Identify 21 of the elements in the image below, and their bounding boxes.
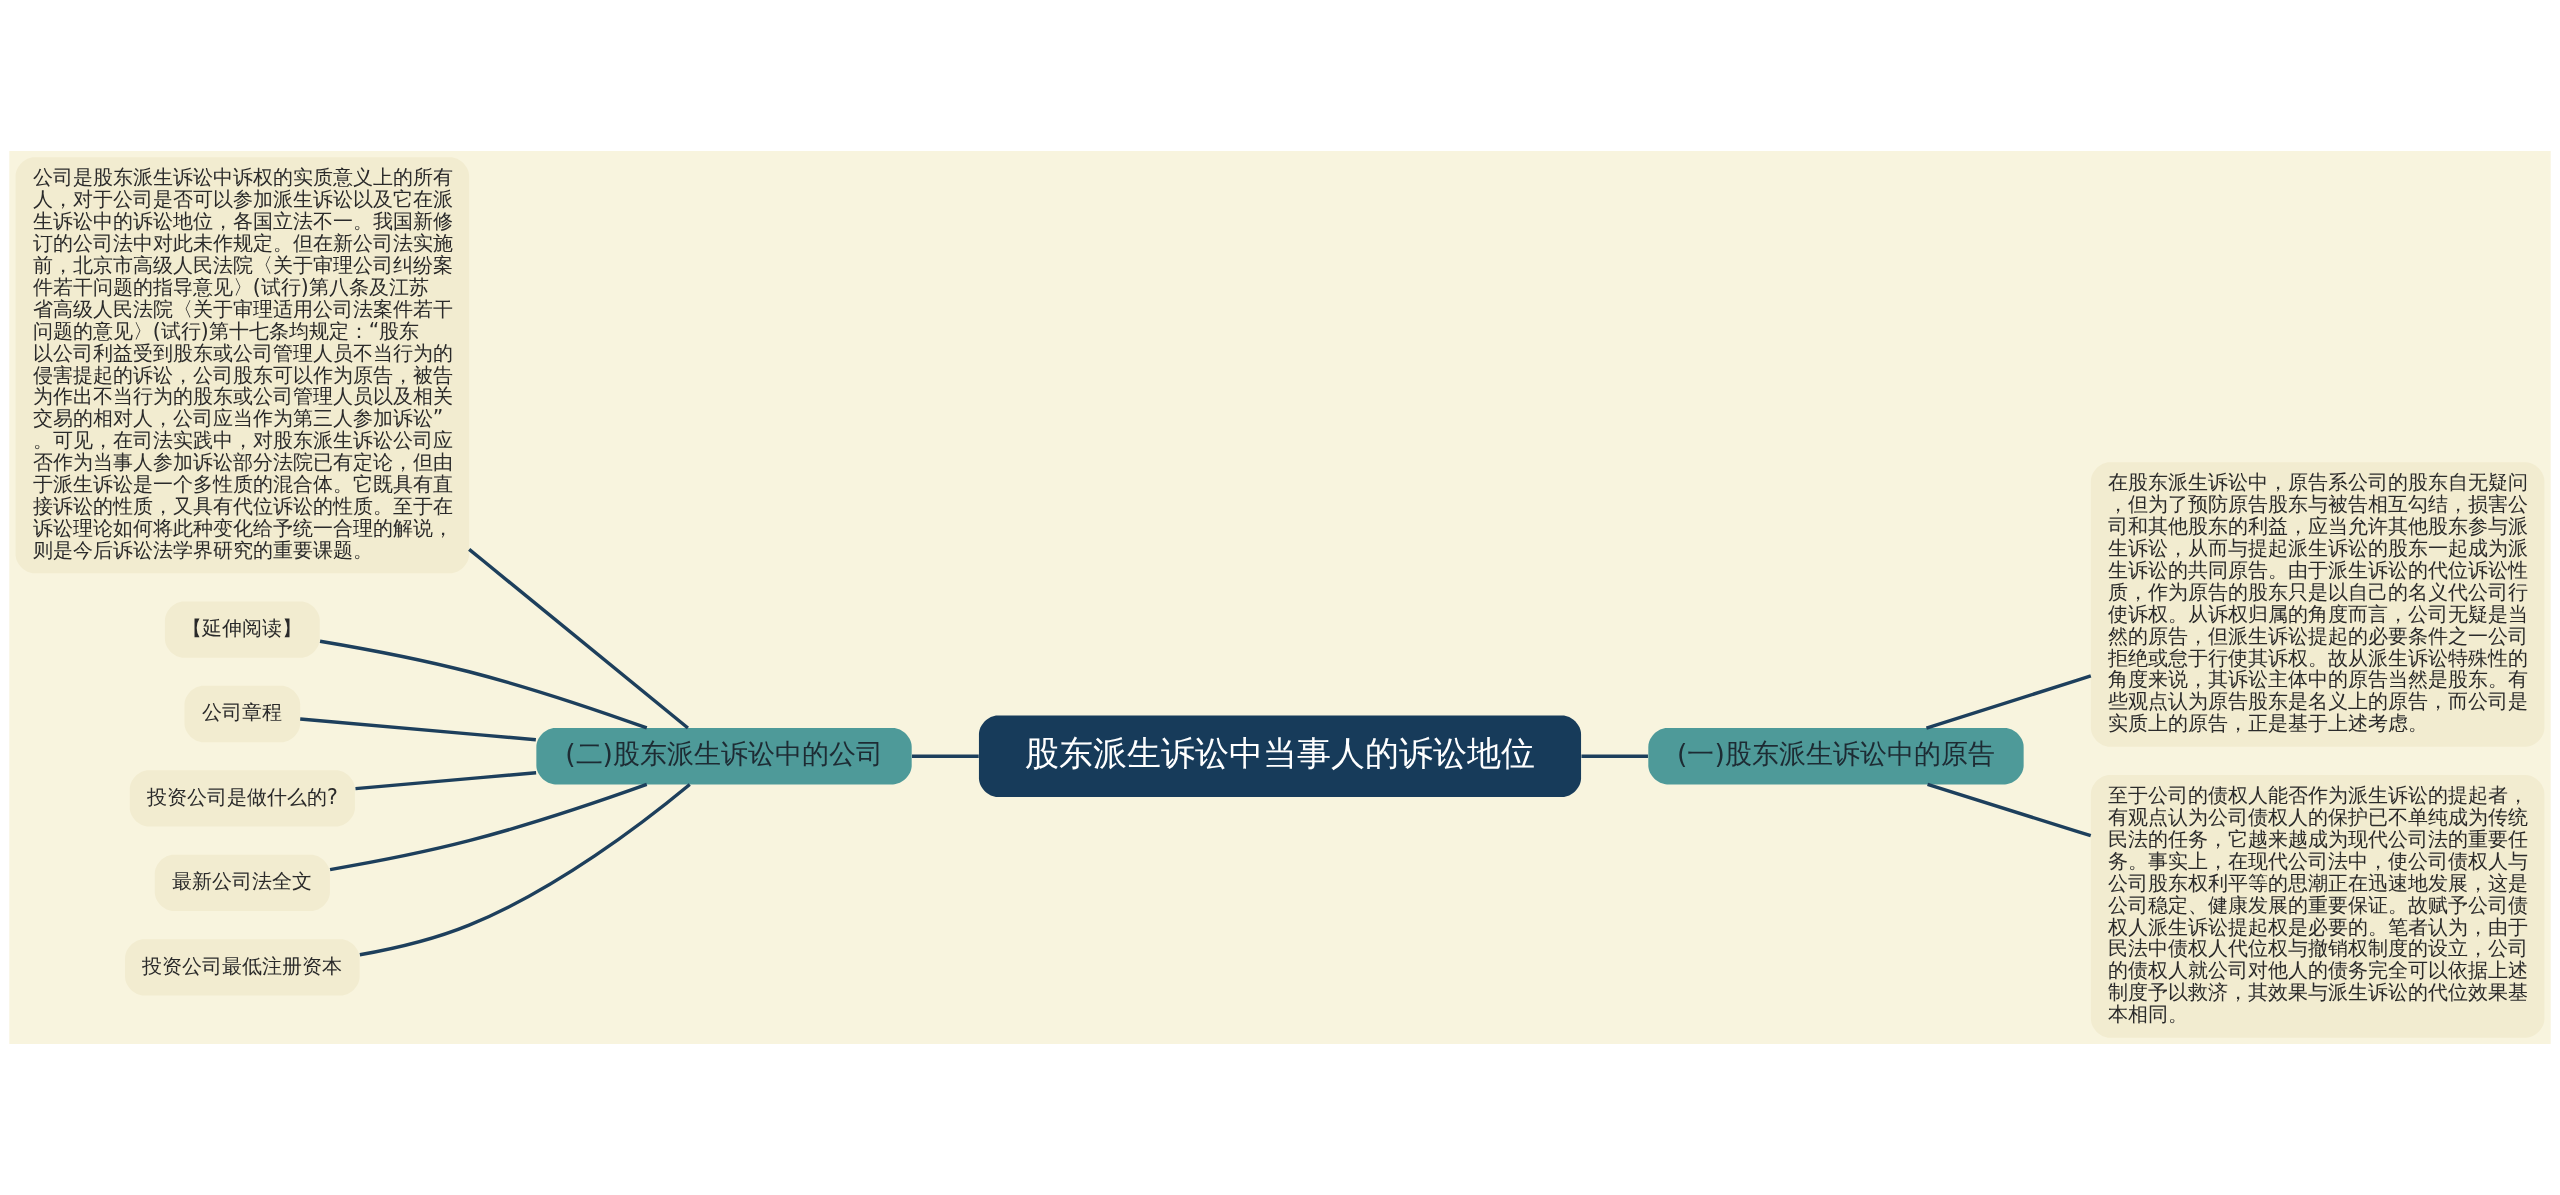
- connector: [359, 783, 691, 957]
- connector: [1581, 754, 1648, 758]
- connector: [329, 782, 648, 872]
- connector: [1927, 782, 2092, 838]
- node-box: 最新公司法全文: [154, 854, 330, 912]
- connector: [468, 547, 689, 730]
- connector: [300, 717, 536, 742]
- node-box: 至于公司的债权人能否作为派生诉讼的提起者，有观点认为公司债权人的保护已不单纯成为传统民法的任务，它越来越成为现代公司法的重要任务。事实上，在现代公司法中，使公司债权人与公司股东权利平等的思潮正在迅速地发展，这是公司稳定、健康发展的重要保证。故赋予公司债权人派生诉讼提起权是必要的。笔者认为，由于民法中债权人代位权与撤销权制度的设立，公司的债权人就公司对他人的债务完全可以依据上述制度予以救济，其效果与派生诉讼的代位效果基本相同。: [2090, 775, 2545, 1038]
- node-box: 【延伸阅读】: [164, 601, 320, 658]
- connector: [319, 639, 648, 730]
- node-box: 公司是股东派生诉讼中诉权的实质意义上的所有人，对于公司是否可以参加派生诉讼以及它在派生诉讼中的诉讼地位，各国立法不一。我国新修订的公司法中对此未作规定。但在新公司法实施前，北京市高级人民法院〈关于审理公司纠纷案件若干问题的指导意见〉(试行)第八条及江苏省高级人民法院〈关于审理适用公司法案件若干问题的意见〉(试行)第十七条均规定：“股东以公司利益受到股东或公司管理人员不当行为的侵害提起的诉讼，公司股东可以作为原告，被告为作出不当行为的股东或公司管理人员以及相关交易的相对人，公司应当作为第三人参加诉讼”。可见，在司法实践中，对股东派生诉讼公司应否作为当事人参加诉讼部分法院已有定论，但由于派生诉讼是一个多性质的混合体。它既具有直接诉讼的性质，又具有代位诉讼的性质。至于在诉讼理论如何将此种变化给予统一合理的解说，则是今后诉讼法学界研究的重要课题。: [15, 157, 470, 574]
- node-box: 投资公司最低注册资本: [125, 939, 360, 996]
- connector: [912, 754, 979, 758]
- connector: [355, 770, 537, 791]
- node-box: 股东派生诉讼中当事人的诉讼地位: [978, 715, 1582, 797]
- node-box: 公司章程: [184, 685, 301, 743]
- node-box: 在股东派生诉讼中，原告系公司的股东自无疑问，但为了预防原告股东与被告相互勾结，损害公司和其他股东的利益，应当允许其他股东参与派生诉讼，从而与提起派生诉讼的股东一起成为派生诉讼的共同原告。由于派生诉讼的代位诉讼性质，作为原告的股东只是以自己的名义代公司行使诉权。从诉权归属的角度而言，公司无疑是当然的原告，但派生诉讼提起的必要条件之一公司拒绝或怠于行使其诉权。故从派生诉讼特殊性的角度来说，其诉讼主体中的原告当然是股东。有些观点认为原告股东是名义上的原告，而公司是实质上的原告，正是基于上述考虑。: [2090, 462, 2545, 747]
- node-box: 投资公司是做什么的?: [129, 770, 355, 827]
- node-box: (一)股东派生诉讼中的原告: [1648, 728, 2024, 785]
- node-box: (二)股东派生诉讼中的公司: [536, 728, 912, 785]
- connector: [1925, 674, 2092, 730]
